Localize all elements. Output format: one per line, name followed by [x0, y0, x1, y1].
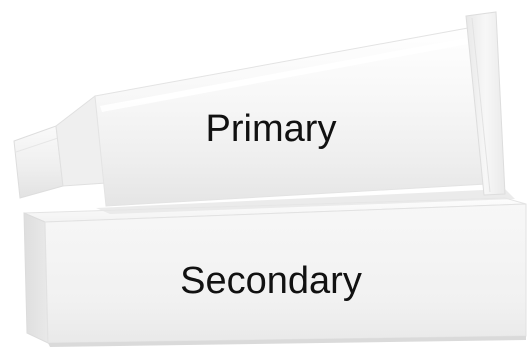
secondary-label: Secondary	[180, 262, 362, 300]
primary-label: Primary	[206, 110, 337, 148]
